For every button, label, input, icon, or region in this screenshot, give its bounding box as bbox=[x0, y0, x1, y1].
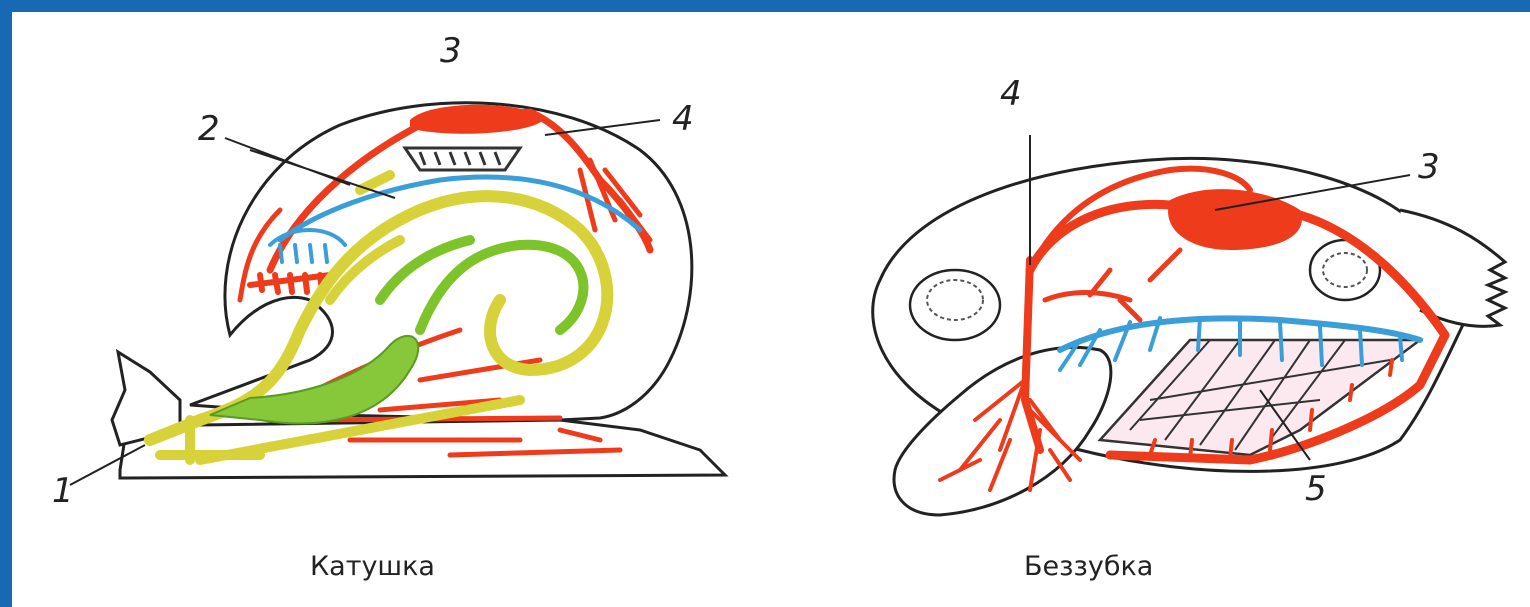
mussel-figure: 4 3 5 Беззубка bbox=[873, 74, 1505, 582]
snail-caption: Катушка bbox=[310, 551, 435, 582]
snail-label-4: 4 bbox=[672, 99, 694, 139]
snail-figure: 1 2 3 4 Катушка bbox=[52, 31, 725, 582]
mussel-label-4: 4 bbox=[1000, 74, 1022, 114]
mussel-label-3: 3 bbox=[1418, 147, 1440, 187]
mussel-caption: Беззубка bbox=[1024, 551, 1153, 582]
snail-shell bbox=[190, 103, 692, 420]
mussel-label-5: 5 bbox=[1305, 469, 1327, 509]
snail-label-3: 3 bbox=[440, 31, 462, 71]
snail-label-2: 2 bbox=[198, 109, 220, 149]
snail-foot bbox=[120, 420, 725, 478]
snail-label-1: 1 bbox=[52, 471, 74, 511]
